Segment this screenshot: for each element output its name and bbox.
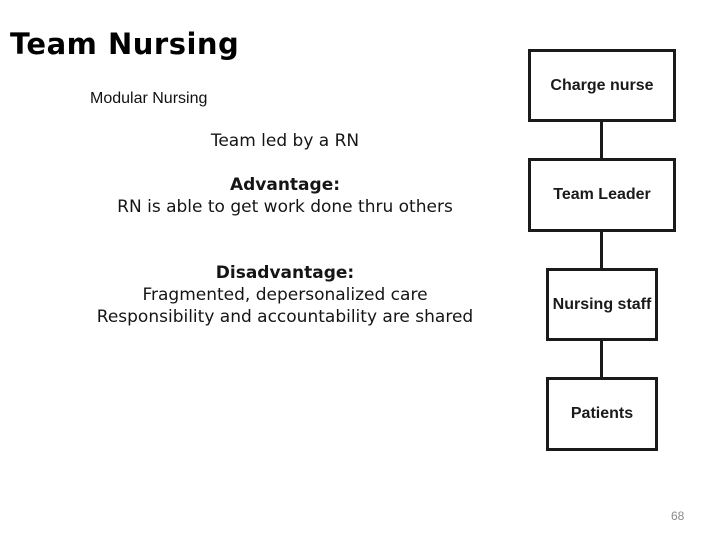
advantage-text: RN is able to get work done thru others (117, 197, 453, 217)
chart-node-patients: Patients (546, 377, 658, 451)
slide-page-number: 68 (671, 509, 685, 523)
disadvantage-text-line2: Responsibility and accountability are sh… (96, 307, 474, 327)
advantage-heading: Advantage: (229, 175, 341, 195)
chart-node-charge-nurse: Charge nurse (528, 49, 676, 122)
chart-node-team-leader: Team Leader (528, 158, 676, 232)
connector-line (600, 231, 603, 268)
disadvantage-heading: Disadvantage: (215, 263, 355, 283)
chart-node-nursing-staff: Nursing staff (546, 268, 658, 341)
lead-text: Team led by a RN (210, 131, 360, 151)
page-title: Team Nursing (10, 27, 240, 61)
disadvantage-text-line1: Fragmented, depersonalized care (142, 285, 428, 305)
subtitle-modular-nursing: Modular Nursing (90, 90, 208, 107)
disadvantage-section: Disadvantage: Fragmented, depersonalized… (30, 262, 540, 328)
connector-line (600, 340, 603, 377)
connector-line (600, 122, 603, 158)
advantage-section: Advantage: RN is able to get work done t… (30, 174, 540, 218)
